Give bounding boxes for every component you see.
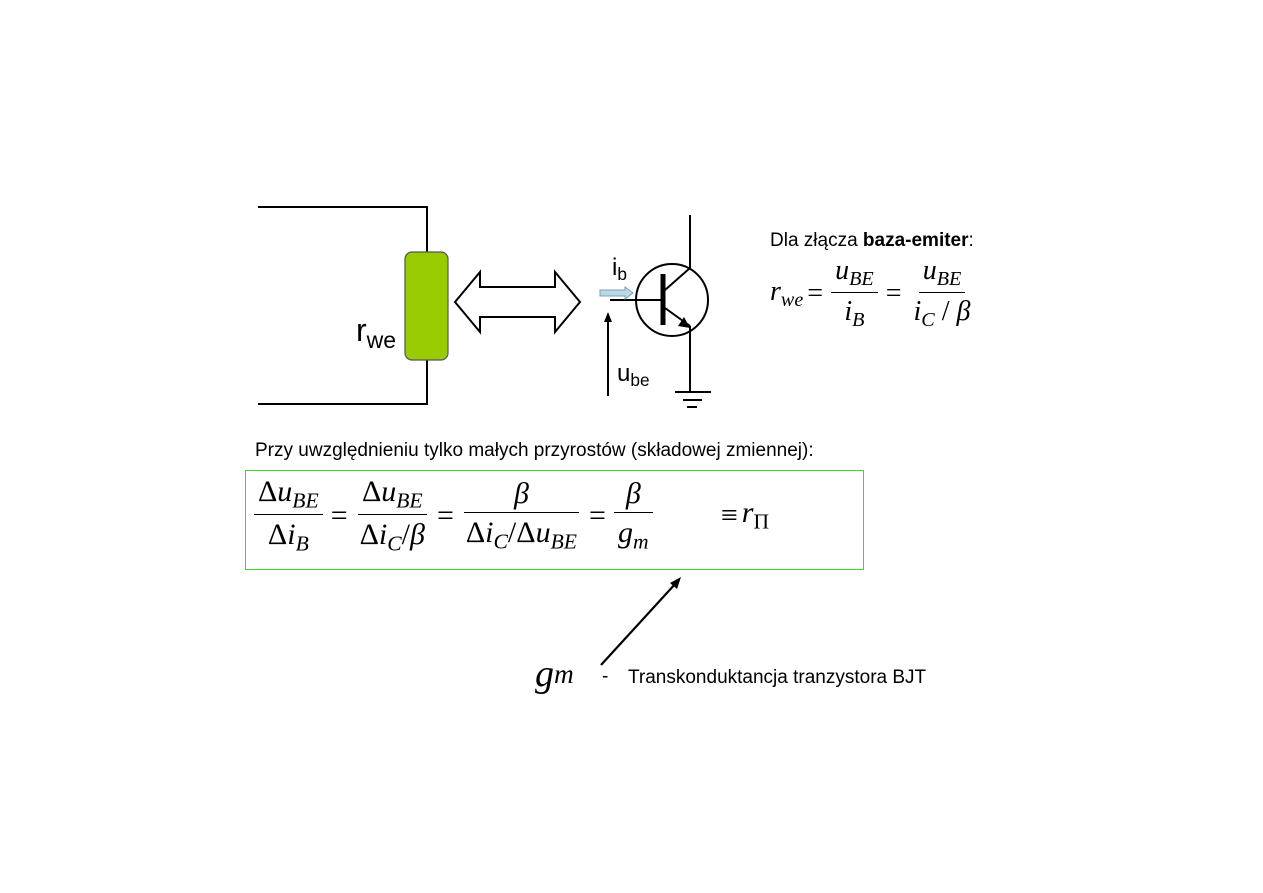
resistor-label: rwe <box>356 312 397 353</box>
ground-icon <box>675 391 711 408</box>
emitter-arrowhead <box>678 317 690 328</box>
resistor <box>404 251 449 361</box>
base-current-arrow <box>599 286 634 300</box>
increments-formula-box <box>245 470 864 570</box>
double-arrow-equivalence <box>453 269 582 335</box>
pointer-arrow <box>600 577 681 666</box>
voltage-arrow <box>604 312 612 396</box>
increments-intro: Przy uwzględnieniu tylko małych przyrost… <box>255 440 814 461</box>
junction-heading: Dla złącza baza-emiter: <box>770 230 974 251</box>
transconductance-note: Transkonduktancja tranzystora BJT <box>628 667 927 688</box>
base-current-label: ib <box>612 254 627 285</box>
voltage-label: ube <box>617 360 650 391</box>
wire-top <box>258 206 428 252</box>
note-dash: - <box>602 666 609 687</box>
wire-bottom <box>258 360 428 405</box>
